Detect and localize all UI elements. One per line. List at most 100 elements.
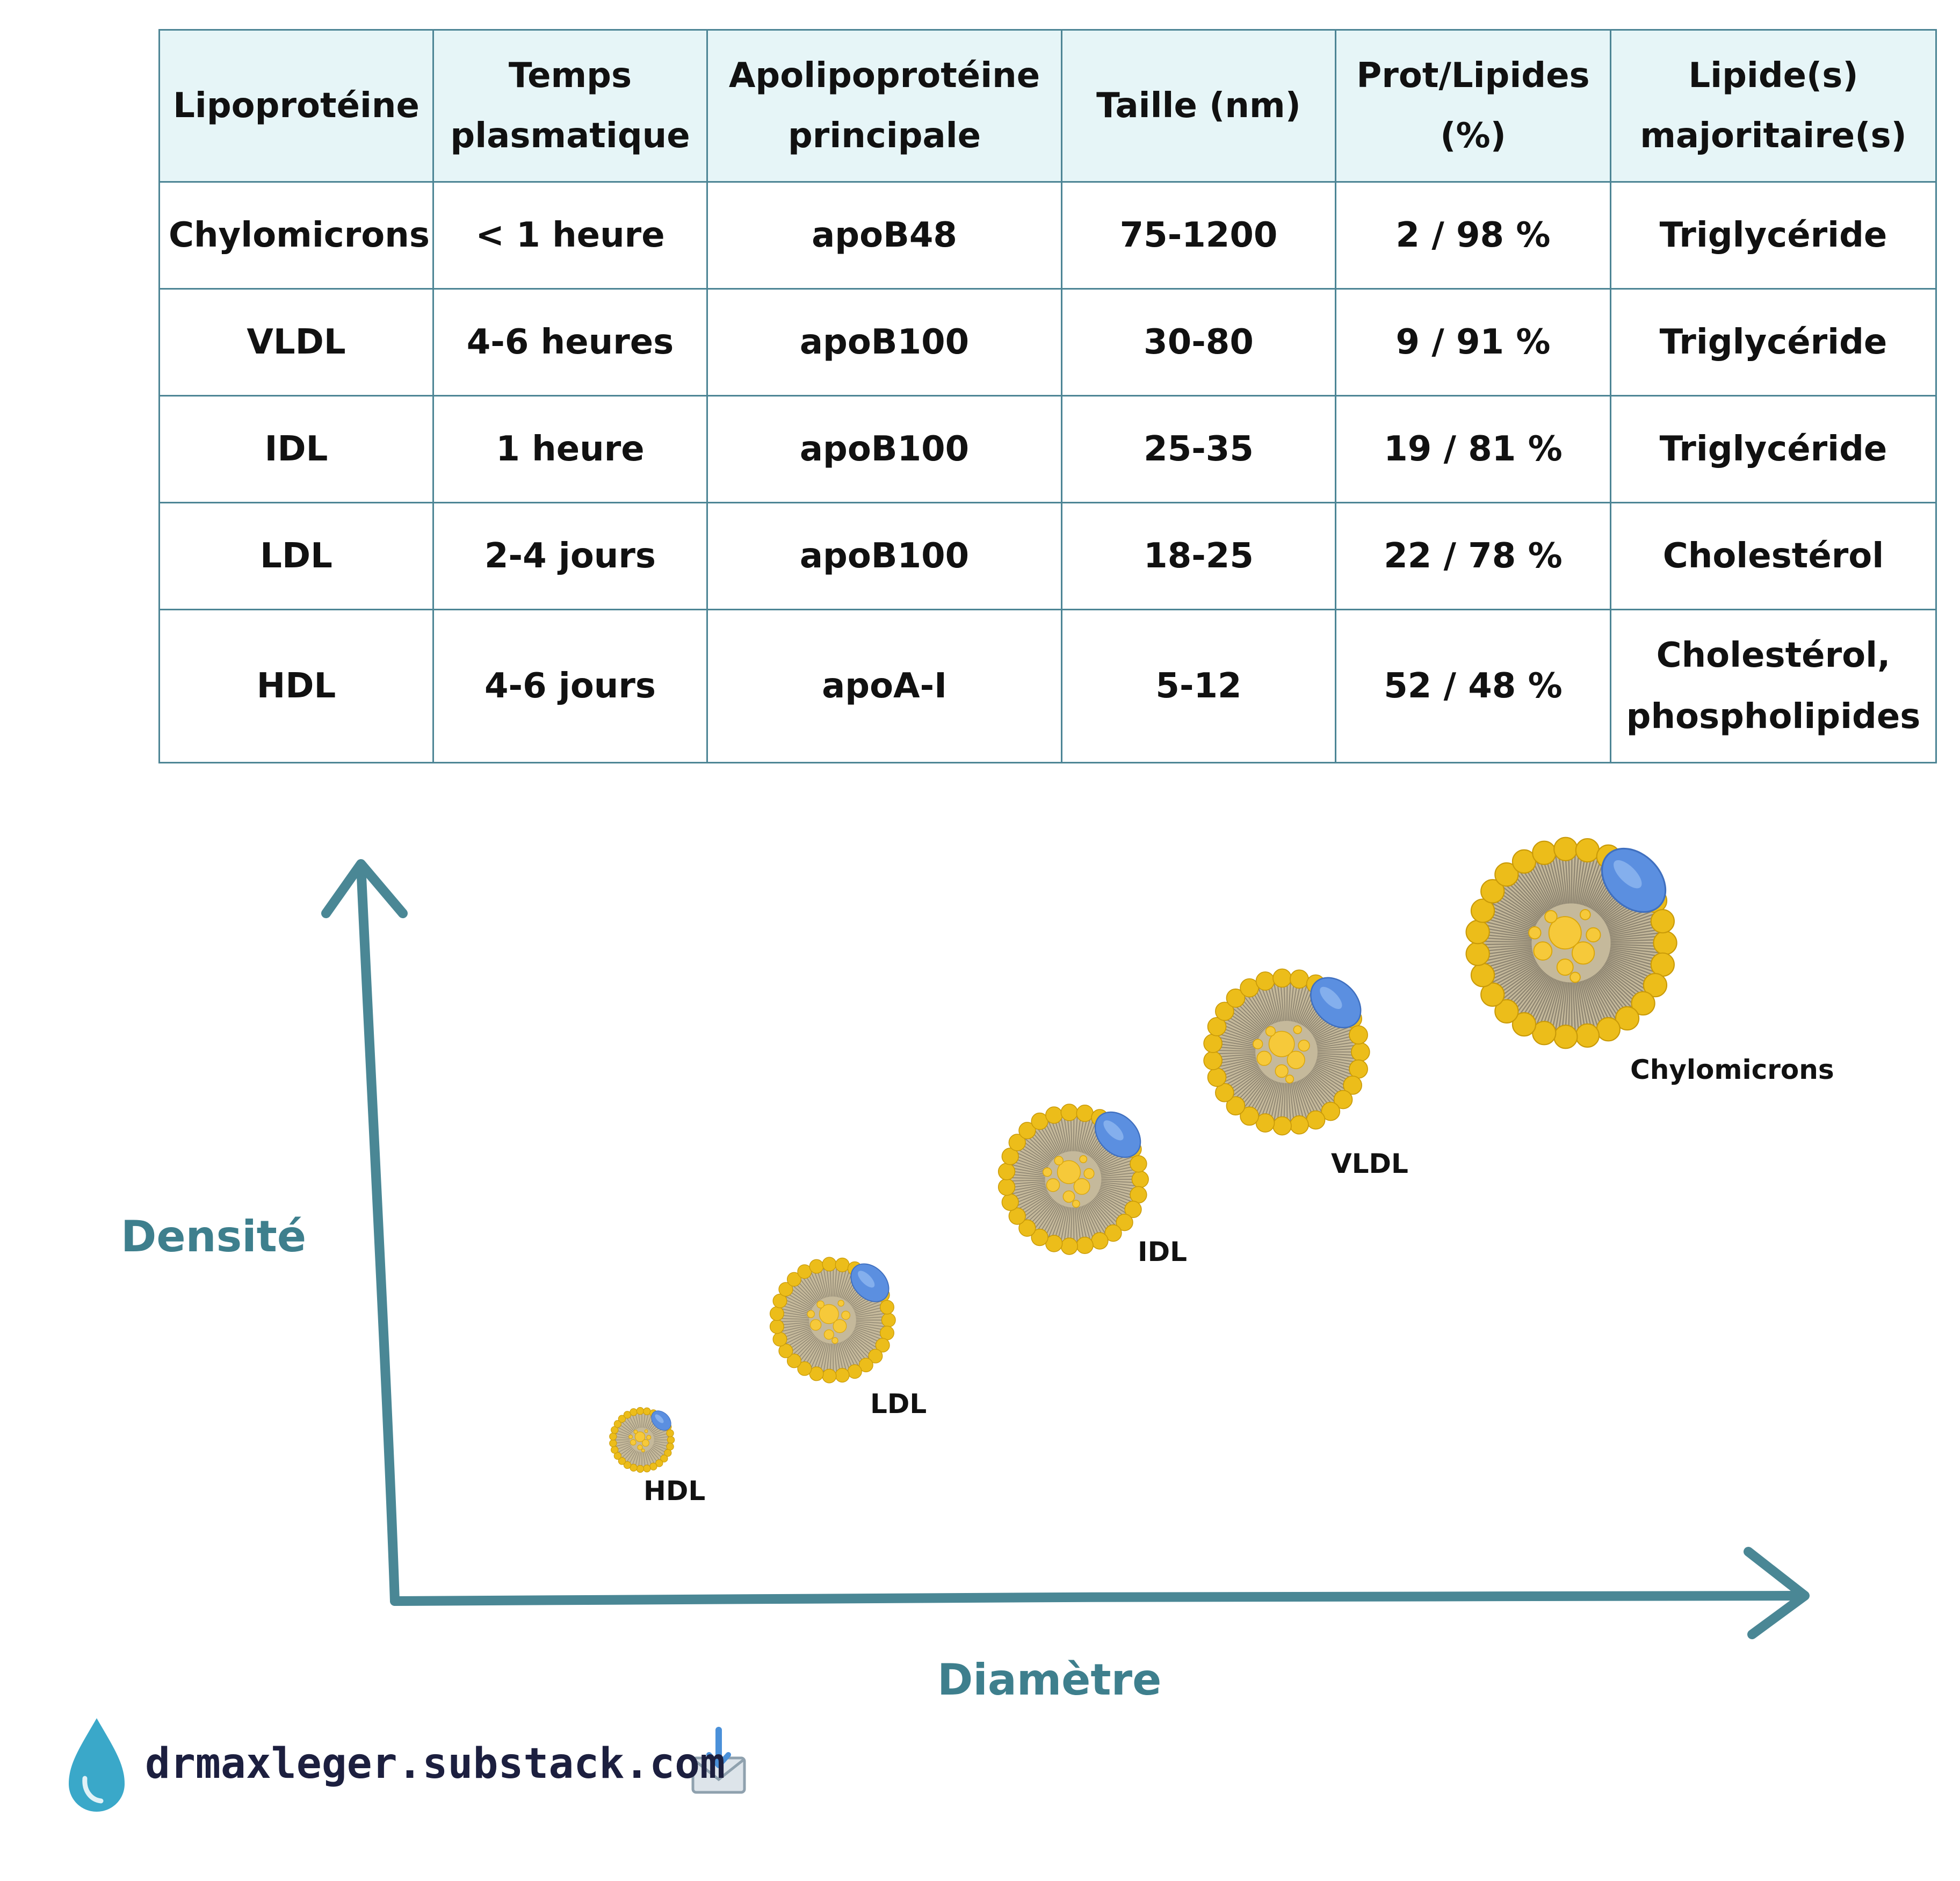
tail-line <box>1267 1082 1279 1120</box>
tail-line <box>1600 969 1638 1004</box>
tail-line <box>841 1342 854 1370</box>
tail-line <box>1079 1117 1088 1152</box>
tail-line <box>1233 1072 1264 1100</box>
tail-line <box>1015 1151 1048 1168</box>
tail-line <box>1226 1015 1260 1036</box>
tail-line <box>1317 1058 1355 1069</box>
tail-line <box>855 1306 885 1315</box>
tail-line <box>1243 1076 1268 1108</box>
tail-line <box>855 1309 885 1316</box>
x-axis-arrowhead <box>1744 1547 1810 1639</box>
tail-line <box>643 1412 646 1428</box>
tail-line <box>1506 969 1543 1005</box>
tail-line <box>1091 1200 1117 1227</box>
tail-line <box>1229 1070 1262 1094</box>
tail-line <box>1483 950 1533 962</box>
core-droplet <box>1285 1075 1294 1084</box>
core-droplets <box>1528 909 1601 983</box>
tail-line <box>1532 861 1555 907</box>
tail-line <box>1098 1190 1132 1206</box>
core-droplet <box>1073 1178 1090 1195</box>
head-bead <box>772 1332 787 1347</box>
tail-line <box>1039 1125 1059 1156</box>
tail-line <box>1488 908 1535 929</box>
tail-line <box>1226 1068 1260 1089</box>
tail-line <box>1261 1080 1276 1118</box>
tail-line <box>654 1441 670 1444</box>
y-axis-label: Densité <box>121 1212 307 1262</box>
footer-url[interactable]: drmaxleger.substack.com <box>145 1740 726 1788</box>
tail-line <box>1292 983 1301 1022</box>
tail-line <box>632 1414 638 1429</box>
tail-line <box>1608 954 1657 970</box>
head-bead <box>835 1257 850 1272</box>
tail-line <box>614 1436 630 1439</box>
head-bead <box>772 1293 787 1308</box>
tail-line <box>1586 978 1608 1025</box>
core-droplet <box>1256 1050 1272 1066</box>
head-bead <box>1008 1134 1026 1151</box>
tail-line <box>832 1343 834 1374</box>
tail-line <box>635 1451 640 1467</box>
tail-line <box>1022 1196 1051 1219</box>
head-bead <box>1349 1025 1368 1045</box>
tail-line <box>1605 961 1651 985</box>
tail-line <box>799 1338 819 1363</box>
tail-line <box>840 1342 850 1371</box>
cell-time: < 1 heure <box>432 181 708 290</box>
tail-line <box>1565 982 1570 1033</box>
tail-line <box>1485 953 1534 968</box>
cell-ratio: 2 / 98 % <box>1335 181 1611 290</box>
tail-line <box>838 1343 847 1372</box>
tail-line <box>823 1267 829 1297</box>
head-bead <box>667 1436 675 1444</box>
cell-ratio: 9 / 91 % <box>1335 288 1611 397</box>
tail-line <box>1489 905 1536 927</box>
tail-line <box>851 1333 876 1352</box>
tail-line <box>616 1430 631 1436</box>
tail-line <box>621 1421 633 1432</box>
tail-line <box>1486 954 1534 971</box>
lipoprotein-table: Lipoprotéine Temps plasmatique Apolipopr… <box>158 29 1937 763</box>
tail-line <box>850 1335 874 1354</box>
head-bead <box>797 1361 812 1376</box>
tail-line <box>1610 935 1661 941</box>
core-droplets <box>1043 1155 1095 1208</box>
cell-lipid: Cholestérol <box>1610 502 1937 610</box>
tail-line <box>1483 924 1533 936</box>
tail-line <box>1277 1083 1283 1122</box>
core-droplet <box>1054 1156 1064 1165</box>
tail-line <box>1009 1177 1045 1179</box>
tail-line <box>1223 1021 1259 1039</box>
tail-line <box>1081 1206 1094 1240</box>
core-droplet <box>816 1300 824 1309</box>
cell-size: 25-35 <box>1061 395 1336 503</box>
tail-line <box>1221 1063 1259 1080</box>
tail-line <box>1317 1054 1357 1060</box>
cell-size: 5-12 <box>1061 609 1336 763</box>
tail-line <box>653 1433 669 1438</box>
tail-line <box>1270 1082 1281 1121</box>
tail-line <box>619 1446 632 1456</box>
tail-line <box>1081 1119 1094 1153</box>
tail-line <box>653 1444 668 1450</box>
core-droplet <box>634 1431 646 1442</box>
tail-line <box>1020 1143 1051 1164</box>
tail-line <box>628 1415 637 1430</box>
tail-line <box>780 1324 810 1332</box>
tail-line <box>1294 984 1307 1022</box>
tail-line <box>829 1343 832 1374</box>
cell-lipid: Triglycéride <box>1610 181 1937 290</box>
tail-line <box>1029 1199 1054 1226</box>
tail-line <box>1067 1207 1072 1243</box>
tail-line <box>1521 868 1550 911</box>
tail-line <box>1487 956 1535 975</box>
tail-line <box>1516 871 1547 912</box>
axes <box>321 859 1810 1639</box>
tail-line <box>840 1269 850 1298</box>
tail-line <box>1608 910 1655 929</box>
core-droplet <box>644 1429 648 1433</box>
tail-line <box>1545 981 1561 1029</box>
head-bead <box>1290 969 1309 989</box>
tail-line <box>647 1450 655 1465</box>
